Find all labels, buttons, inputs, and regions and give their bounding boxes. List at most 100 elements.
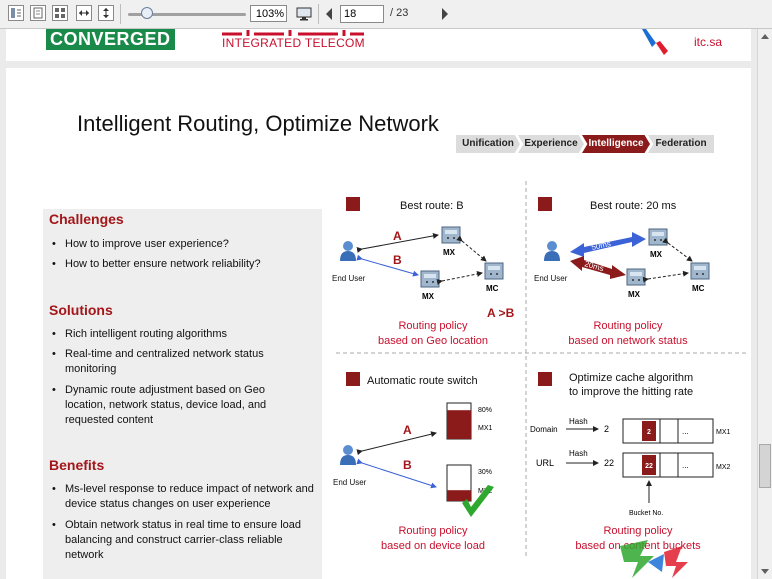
itc-arabic-logo (218, 29, 368, 36)
q4-title-1: Optimize cache algorithm (569, 372, 693, 384)
svg-text:2: 2 (647, 429, 651, 436)
svg-text:Routing policy: Routing policy (398, 525, 468, 537)
svg-text:Domain: Domain (530, 425, 558, 434)
document-viewport[interactable]: CONVERGED INTEGRATED TELECOM itc.sa Inte… (0, 29, 757, 579)
svg-text:Hash: Hash (569, 417, 588, 426)
vertical-scrollbar[interactable] (757, 29, 772, 579)
pdf-toolbar: 103% 18 / 23 (0, 0, 772, 29)
fit-width-icon[interactable] (76, 5, 92, 21)
svg-text:...: ... (682, 427, 689, 436)
zoom-level[interactable]: 103% (250, 5, 287, 22)
svg-text:MX1: MX1 (716, 429, 731, 436)
challenges-heading: Challenges (49, 211, 124, 227)
thumbnail-grid-icon[interactable] (52, 5, 68, 21)
svg-text:MX1: MX1 (478, 425, 493, 432)
load-fill-mx1 (447, 410, 471, 439)
tab-experience: Experience (518, 135, 584, 153)
svg-text:2: 2 (604, 424, 609, 434)
page-total: / 23 (390, 7, 409, 19)
list-item: How to better ensure network reliability… (52, 257, 315, 272)
tab-intelligence: Intelligence (582, 135, 650, 153)
scroll-down-icon[interactable] (761, 569, 769, 574)
svg-text:A >B: A >B (487, 306, 515, 320)
svg-text:Hash: Hash (569, 449, 588, 458)
q1-marker (346, 197, 360, 211)
previous-page-bottom: CONVERGED INTEGRATED TELECOM itc.sa (6, 29, 751, 61)
list-item: Rich intelligent routing algorithms (52, 327, 315, 342)
slide-title: Intelligent Routing, Optimize Network (77, 111, 439, 136)
q3-title: Automatic route switch (367, 375, 478, 387)
svg-text:URL: URL (536, 458, 554, 468)
zoom-slider[interactable] (128, 13, 246, 16)
svg-text:End User: End User (332, 274, 366, 283)
prev-page-icon[interactable] (324, 7, 334, 21)
list-item: Dynamic route adjustment based on Geo lo… (52, 383, 290, 428)
integrated-telecom-text: INTEGRATED TELECOM (222, 36, 365, 50)
svg-text:22: 22 (604, 458, 614, 468)
svg-text:MX: MX (628, 290, 641, 299)
svg-text:based on device load: based on device load (381, 540, 485, 552)
svg-text:End User: End User (333, 478, 367, 487)
svg-text:...: ... (682, 461, 689, 470)
green-check-icon (462, 485, 494, 517)
svg-text:MX2: MX2 (716, 464, 731, 471)
end-user-icon (340, 241, 356, 261)
mc-router-icon (484, 262, 504, 280)
solutions-heading: Solutions (49, 302, 113, 318)
svg-text:20ms: 20ms (583, 259, 604, 273)
single-page-icon[interactable] (30, 5, 46, 21)
q1-title: Best route: B (400, 200, 464, 212)
itc-website-text: itc.sa (694, 35, 723, 49)
decorative-logo-icon (618, 532, 708, 579)
svg-text:Routing policy: Routing policy (593, 320, 663, 332)
mx-router-icon (420, 270, 440, 288)
svg-text:Routing policy: Routing policy (398, 320, 468, 332)
fit-height-icon[interactable] (98, 5, 114, 21)
list-item: Ms-level response to reduce impact of ne… (52, 482, 315, 512)
svg-text:based on network status: based on network status (568, 335, 688, 347)
svg-text:based on Geo location: based on Geo location (378, 335, 488, 347)
q2-title: Best route: 20 ms (590, 200, 677, 212)
svg-text:MX: MX (650, 250, 663, 259)
q2-marker (538, 197, 552, 211)
scroll-up-icon[interactable] (761, 34, 769, 39)
tab-unification: Unification (456, 135, 520, 153)
q4-title-2: to improve the hitting rate (569, 386, 693, 398)
latency-arrow-50ms (570, 232, 646, 257)
svg-text:Bucket No.: Bucket No. (629, 510, 663, 517)
mx-router-icon (626, 268, 646, 286)
sidebar-panel-icon[interactable] (8, 5, 24, 21)
svg-text:80%: 80% (478, 407, 492, 414)
converged-logo: CONVERGED (46, 29, 175, 50)
list-item: How to improve user experience? (52, 237, 315, 252)
benefits-heading: Benefits (49, 457, 105, 473)
svg-text:MX: MX (443, 248, 456, 257)
mx-router-icon (648, 228, 668, 246)
svg-text:Routing policy: Routing policy (603, 525, 673, 537)
svg-text:B: B (403, 458, 412, 472)
q3-marker (346, 372, 360, 386)
left-text-panel: Challenges How to improve user experienc… (43, 209, 322, 579)
routing-diagrams: Best route: B End User MX MX MC A B A >B… (332, 181, 746, 556)
monitor-icon[interactable] (296, 6, 312, 22)
end-user-icon (340, 445, 356, 465)
page-number-input[interactable]: 18 (340, 5, 384, 23)
svg-text:MC: MC (486, 284, 499, 293)
svg-text:50ms: 50ms (591, 239, 612, 252)
svg-text:A: A (403, 423, 412, 437)
tab-federation: Federation (648, 135, 714, 153)
svg-text:30%: 30% (478, 469, 492, 476)
mc-router-icon (690, 262, 710, 280)
scrollbar-thumb[interactable] (759, 444, 771, 488)
slide-page: Intelligent Routing, Optimize Network Un… (6, 68, 751, 579)
svg-text:MC: MC (692, 284, 705, 293)
next-page-icon[interactable] (440, 7, 450, 21)
svg-text:A: A (393, 229, 402, 243)
itc-mark-icon (634, 29, 674, 57)
latency-arrow-20ms (570, 256, 626, 279)
q4-marker (538, 372, 552, 386)
svg-text:22: 22 (645, 463, 653, 470)
zoom-slider-thumb[interactable] (141, 7, 153, 19)
end-user-icon (544, 241, 560, 261)
list-item: Obtain network status in real time to en… (52, 518, 315, 563)
